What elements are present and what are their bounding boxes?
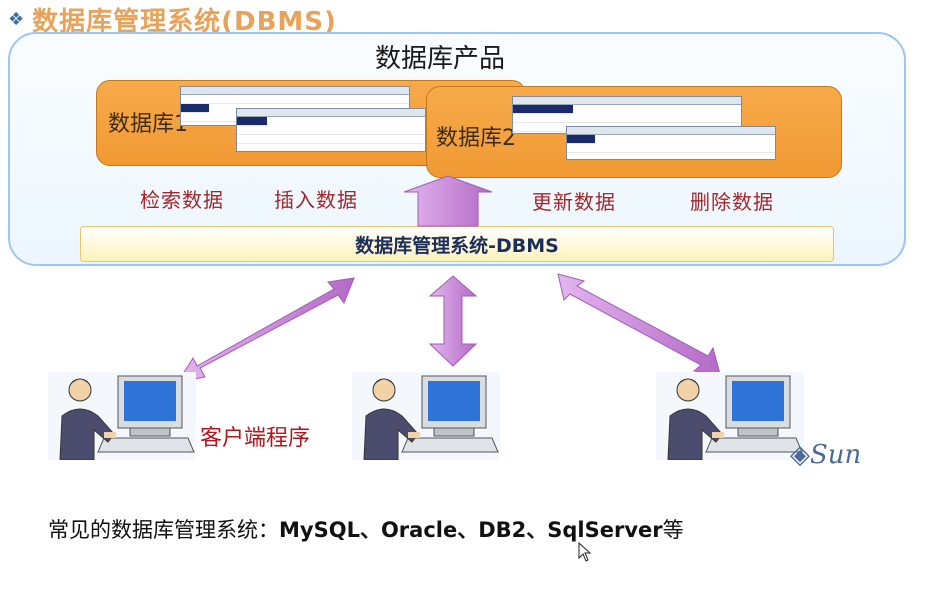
operation-delete: 删除数据 — [690, 190, 774, 214]
computer-user-icon — [48, 372, 196, 460]
database-1-label: 数据库1 — [108, 112, 188, 137]
right-double-arrow — [557, 273, 721, 375]
computer-user-icon — [352, 372, 500, 460]
operation-insert: 插入数据 — [274, 188, 358, 212]
middle-double-arrow — [428, 275, 478, 367]
operation-retrieve: 检索数据 — [140, 188, 224, 212]
sun-logo-text: Sun — [810, 440, 862, 470]
database-1-table-b — [236, 108, 426, 152]
left-double-arrow — [176, 277, 355, 383]
database-2-label: 数据库2 — [436, 126, 516, 151]
panel-title: 数据库产品 — [374, 44, 505, 74]
up-arrow — [403, 175, 493, 227]
database-2-table-b — [566, 126, 776, 160]
footer-text: 常见的数据库管理系统：MySQL、Oracle、DB2、SqlServer等 — [48, 514, 684, 544]
diamond-bullet-icon: ❖ — [8, 8, 25, 30]
slide-title: ❖ 数据库管理系统(DBMS) — [8, 2, 337, 37]
sun-logo: ◈ Sun — [790, 440, 861, 470]
footer-suffix: 等 — [662, 518, 684, 542]
dbms-bar: 数据库管理系统-DBMS — [80, 226, 834, 262]
footer-prefix: 常见的数据库管理系统： — [48, 518, 279, 542]
footer-products: MySQL、Oracle、DB2、SqlServer — [279, 518, 663, 542]
computer-user-icon — [656, 372, 804, 460]
mouse-cursor-icon — [578, 542, 592, 562]
client-program-label: 客户端程序 — [200, 426, 311, 451]
operation-update: 更新数据 — [532, 190, 616, 214]
sun-diamond-icon: ◈ — [790, 440, 810, 470]
slide-title-text: 数据库管理系统(DBMS) — [32, 6, 337, 37]
